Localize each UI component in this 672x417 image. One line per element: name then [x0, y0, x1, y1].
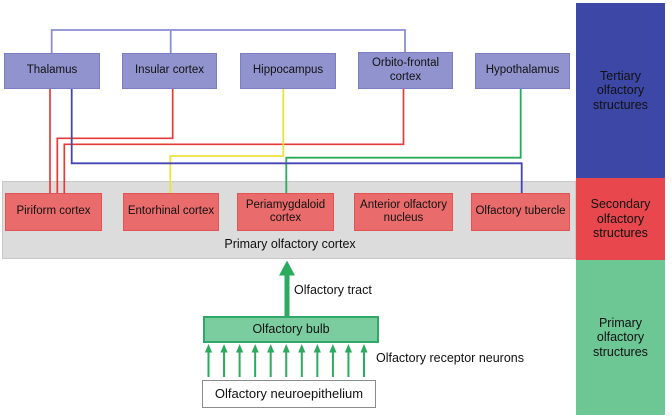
band-tertiary-olfactory-structures: Tertiary olfactory structures: [576, 3, 665, 178]
box-entorhinal-cortex: Entorhinal cortex: [123, 193, 219, 231]
box-piriform-cortex-label: Piriform cortex: [16, 205, 91, 218]
box-periamygdaloid-cortex: Periamygdaloid cortex: [237, 193, 334, 231]
box-orbito-frontal-cortex-label: Orbito-frontal cortex: [371, 57, 440, 83]
connection-hypothalamus-periamygdaloid: [285, 89, 522, 194]
box-olfactory-tubercle: Olfactory tubercle: [471, 193, 570, 231]
olfactory-tract-label: Olfactory tract: [294, 283, 372, 297]
box-olfactory-bulb: Olfactory bulb: [203, 315, 379, 343]
box-anterior-olfactory-nucleus: Anterior olfactory nucleus: [354, 193, 453, 231]
connection-orbitofrontal-piriform: [63, 89, 405, 193]
box-insular-cortex: Insular cortex: [122, 53, 217, 89]
box-olfactory-bulb-label: Olfactory bulb: [252, 321, 330, 336]
box-thalamus: Thalamus: [4, 53, 100, 89]
box-olfactory-neuroepithelium: Olfactory neuroepithelium: [202, 380, 376, 408]
box-hippocampus-label: Hippocampus: [252, 64, 324, 77]
band-primary-olfactory-structures: Primary olfactory structures: [576, 260, 665, 415]
box-hypothalamus-label: Hypothalamus: [485, 64, 560, 77]
connection-thalamus-orbitofrontal-top-rail: [50, 29, 406, 53]
box-hypothalamus: Hypothalamus: [475, 53, 570, 89]
box-periamygdaloid-cortex-label: Periamygdaloid cortex: [245, 198, 326, 224]
band-tertiary-label: Tertiary olfactory structures: [593, 68, 648, 112]
connection-insular-piriform: [56, 89, 174, 193]
connection-hippocampus-entorhinal: [169, 89, 285, 195]
box-entorhinal-cortex-label: Entorhinal cortex: [127, 205, 215, 218]
primary-olfactory-cortex-label: Primary olfactory cortex: [224, 237, 356, 251]
olfactory-receptor-neurons-label: Olfactory receptor neurons: [376, 351, 524, 365]
box-olfactory-tubercle-label: Olfactory tubercle: [475, 205, 566, 218]
box-insular-cortex-label: Insular cortex: [134, 64, 205, 77]
olfactory-tract-arrow: [279, 260, 295, 316]
receptor-arrows: [204, 344, 368, 377]
box-hippocampus: Hippocampus: [240, 53, 336, 89]
box-olfactory-neuroepithelium-label: Olfactory neuroepithelium: [214, 385, 364, 401]
box-piriform-cortex: Piriform cortex: [5, 193, 102, 231]
box-thalamus-label: Thalamus: [26, 64, 78, 77]
band-primary-label: Primary olfactory structures: [593, 315, 648, 359]
band-secondary-olfactory-structures: Secondary olfactory structures: [576, 178, 665, 260]
box-orbito-frontal-cortex: Orbito-frontal cortex: [358, 52, 453, 89]
band-secondary-label: Secondary olfactory structures: [590, 197, 651, 241]
connection-thalamus-olfactory-tubercle: [70, 89, 523, 194]
box-anterior-olfactory-nucleus-label: Anterior olfactory nucleus: [360, 198, 447, 224]
